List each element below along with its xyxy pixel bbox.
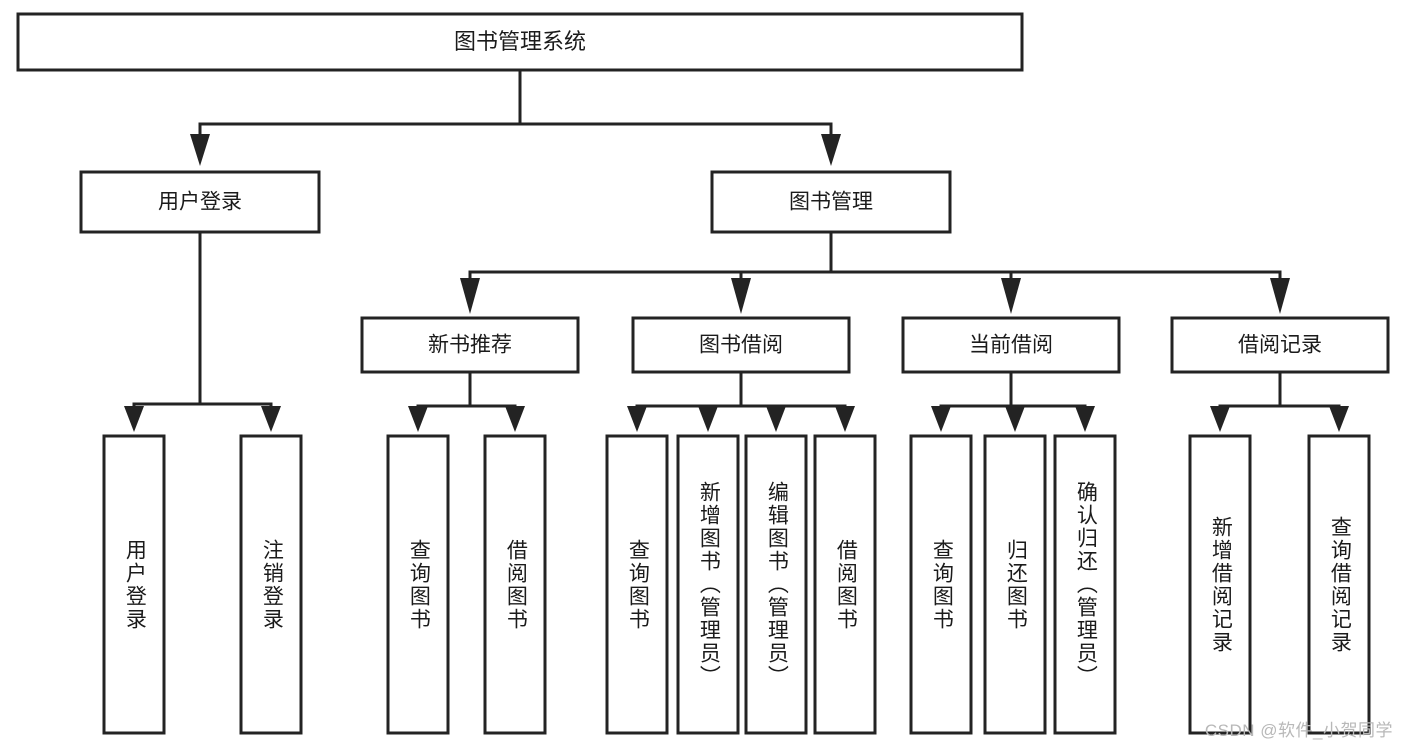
connector-group-root — [190, 68, 841, 166]
leaf-box-query-book-3[interactable] — [909, 434, 973, 735]
node-book-borrow-label: 图书借阅 — [699, 334, 783, 357]
node-user-login[interactable]: 用户登录 — [79, 170, 321, 234]
arrowhead-br-to-leaf2 — [698, 406, 718, 432]
node-new-book-recommend-box[interactable] — [360, 316, 580, 374]
connector-group-current — [931, 370, 1095, 432]
csdn-watermark: CSDN @软件_小贺同学 — [1204, 721, 1393, 740]
leaf-box-return-book[interactable] — [983, 434, 1047, 735]
node-user-login-box[interactable] — [79, 170, 321, 234]
arrowhead-bm-to-borrow — [731, 278, 751, 314]
node-current-borrow-box[interactable] — [901, 316, 1121, 374]
node-book-management[interactable]: 图书管理 — [710, 170, 952, 234]
arrowhead-br-to-leaf3 — [766, 406, 786, 432]
leaf-box-user-login[interactable] — [102, 434, 166, 735]
leaf-box-query-record[interactable] — [1307, 434, 1371, 735]
node-borrow-record[interactable]: 借阅记录 — [1170, 316, 1390, 374]
node-root-box[interactable] — [16, 12, 1024, 72]
connector-group-record — [1210, 370, 1349, 432]
arrowhead-nb-to-leaf2 — [505, 406, 525, 432]
arrowhead-rec-to-leaf1 — [1210, 406, 1230, 432]
connector-group-user-login — [124, 230, 281, 432]
node-borrow-record-label: 借阅记录 — [1238, 334, 1322, 357]
node-book-borrow[interactable]: 图书借阅 — [631, 316, 851, 374]
arrowhead-br-to-leaf4 — [835, 406, 855, 432]
node-current-borrow[interactable]: 当前借阅 — [901, 316, 1121, 374]
arrowhead-bm-to-record — [1270, 278, 1290, 314]
arrowhead-user-to-leaf1 — [124, 406, 144, 432]
connector-group-book-manage — [460, 230, 1290, 314]
leaf-box-logout[interactable] — [239, 434, 303, 735]
leaf-box-borrow-book-1[interactable] — [483, 434, 547, 735]
node-book-borrow-box[interactable] — [631, 316, 851, 374]
leaf-box-add-book[interactable] — [676, 434, 740, 735]
node-new-book-recommend-label: 新书推荐 — [428, 334, 512, 357]
node-borrow-record-box[interactable] — [1170, 316, 1390, 374]
arrowhead-cur-to-leaf3 — [1075, 406, 1095, 432]
arrowhead-user-to-leaf2 — [261, 406, 281, 432]
leaf-box-add-record[interactable] — [1188, 434, 1252, 735]
connector-group-newbook — [408, 370, 525, 432]
connector-group-borrow — [627, 370, 855, 432]
leaf-box-borrow-book-2[interactable] — [813, 434, 877, 735]
leaf-box-confirm-return[interactable] — [1053, 434, 1117, 735]
leaf-box-query-book-2[interactable] — [605, 434, 669, 735]
leaf-boxes — [102, 434, 1371, 735]
arrowhead-bm-to-current — [1001, 278, 1021, 314]
arrowhead-bm-to-newbook — [460, 278, 480, 314]
arrowhead-root-to-book — [821, 134, 841, 166]
arrowhead-nb-to-leaf1 — [408, 406, 428, 432]
node-root-label: 图书管理系统 — [454, 29, 586, 54]
leaf-box-query-book-1[interactable] — [386, 434, 450, 735]
arrowhead-root-to-user — [190, 134, 210, 166]
node-book-management-box[interactable] — [710, 170, 952, 234]
arrowhead-br-to-leaf1 — [627, 406, 647, 432]
arrowhead-cur-to-leaf1 — [931, 406, 951, 432]
node-new-book-recommend[interactable]: 新书推荐 — [360, 316, 580, 374]
leaf-box-edit-book[interactable] — [744, 434, 808, 735]
node-current-borrow-label: 当前借阅 — [969, 334, 1053, 357]
node-book-management-label: 图书管理 — [789, 191, 873, 214]
arrowhead-rec-to-leaf2 — [1329, 406, 1349, 432]
arrowhead-cur-to-leaf2 — [1005, 406, 1025, 432]
node-user-login-label: 用户登录 — [158, 191, 242, 214]
node-root[interactable]: 图书管理系统 — [16, 12, 1024, 72]
